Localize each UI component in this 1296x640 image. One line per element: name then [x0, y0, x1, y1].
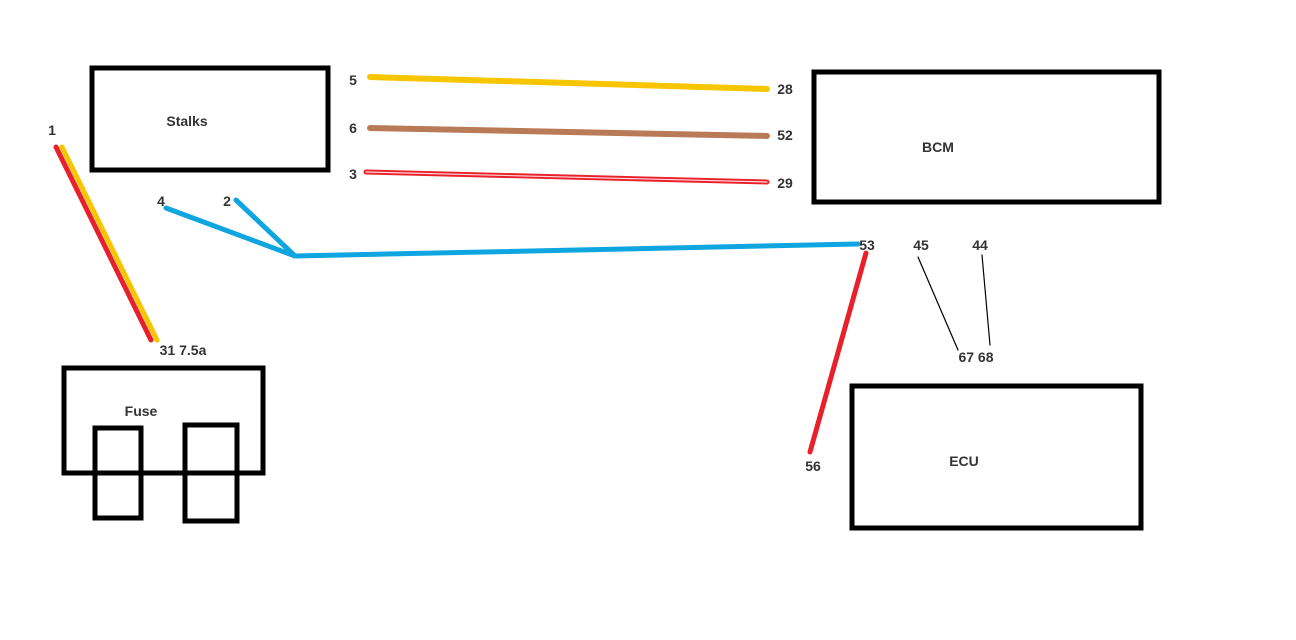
- fuse-wire-red: [53, 144, 154, 343]
- fuse-wire-yellow: [59, 144, 160, 343]
- stalks-label: Stalks: [166, 113, 207, 129]
- pin-45: 45: [913, 237, 929, 253]
- pin-4: 4: [157, 193, 165, 209]
- pin-28: 28: [777, 81, 793, 97]
- pin-53: 53: [859, 237, 875, 253]
- pin-67-68: 67 68: [958, 349, 993, 365]
- fuse-blade-left: [92, 425, 144, 521]
- pin-1: 1: [48, 122, 56, 138]
- pin-6: 6: [349, 120, 357, 136]
- pin-2: 2: [223, 193, 231, 209]
- fuse-box: [61, 365, 266, 476]
- stalks-box: [89, 65, 331, 173]
- pin-52: 52: [777, 127, 793, 143]
- wire-6-52-brown: [367, 125, 770, 139]
- pin-56: 56: [805, 458, 821, 474]
- ecu-box: [849, 383, 1144, 531]
- wire-53-56-red: [807, 250, 869, 455]
- fuse-label: Fuse: [125, 403, 158, 419]
- ecu-label: ECU: [949, 453, 979, 469]
- fuse-blade-right: [182, 422, 240, 524]
- wire-2-blue: [233, 197, 298, 259]
- pin-3: 3: [349, 166, 357, 182]
- wire-45-67: [917, 256, 959, 351]
- pin-31-fuse: 31 7.5a: [160, 342, 207, 358]
- bcm-label: BCM: [922, 139, 954, 155]
- pin-5: 5: [349, 72, 357, 88]
- wire-4-blue: [163, 205, 298, 259]
- wire-53-blue: [292, 241, 861, 259]
- bcm-box: [811, 69, 1162, 205]
- wire-44-68: [981, 254, 991, 346]
- pin-29: 29: [777, 175, 793, 191]
- wire-5-28-yellow: [367, 74, 770, 92]
- wire-3-29-highlight: [365, 171, 768, 183]
- pin-44: 44: [972, 237, 988, 253]
